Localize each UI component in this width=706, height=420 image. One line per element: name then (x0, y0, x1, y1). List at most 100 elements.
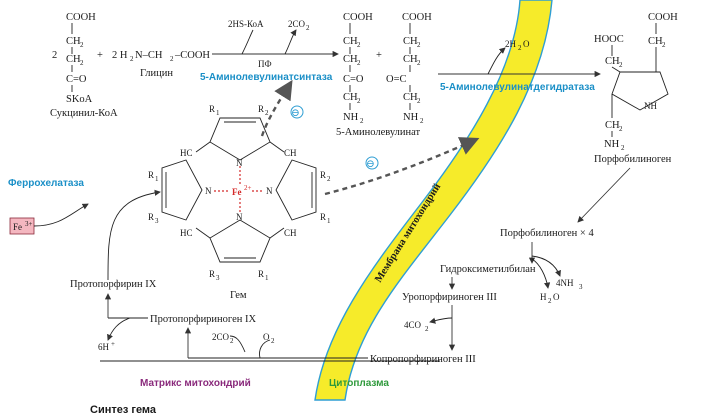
heme-inhibits-dehydratase-arrow (324, 137, 480, 196)
svg-text:2: 2 (265, 109, 269, 117)
svg-text:2: 2 (518, 44, 522, 52)
svg-text:R: R (209, 104, 215, 114)
svg-text:2: 2 (621, 144, 625, 152)
svg-text:R: R (209, 269, 215, 279)
svg-text:3: 3 (216, 274, 220, 282)
svg-text:CH: CH (284, 148, 297, 158)
svg-text:1: 1 (216, 109, 220, 117)
svg-text:+: + (111, 340, 115, 348)
svg-text:CH: CH (605, 56, 620, 67)
svg-text:SKoA: SKoA (66, 94, 93, 105)
svg-text:NH: NH (343, 112, 359, 123)
svg-text:HC: HC (180, 228, 193, 238)
pbg-x4-label: Порфобилиноген × 4 (500, 228, 594, 239)
caption: Синтез гема (90, 404, 157, 416)
svg-text:CH: CH (343, 36, 358, 47)
svg-text:2: 2 (417, 97, 421, 105)
svg-text:3+: 3+ (25, 220, 33, 228)
svg-text:2: 2 (360, 117, 364, 125)
glycine-label: Глицин (140, 68, 173, 79)
svg-text:HC: HC (180, 148, 193, 158)
svg-text:Fe: Fe (13, 222, 22, 232)
svg-text:2: 2 (80, 59, 84, 67)
svg-text:2: 2 (357, 97, 361, 105)
svg-text:COOH: COOH (402, 12, 432, 23)
hydroxymethylbilane-label: Гидроксиметилбилан (440, 264, 536, 275)
svg-text:2HS-КоА: 2HS-КоА (228, 19, 264, 29)
svg-text:COOH: COOH (66, 12, 96, 23)
svg-text:CH: CH (343, 92, 358, 103)
svg-text:3: 3 (155, 217, 159, 225)
svg-text:–COOH: –COOH (174, 50, 210, 61)
porphobilinogen-label: Порфобилиноген (594, 154, 672, 165)
svg-text:2: 2 (327, 175, 331, 183)
svg-text:N–CH: N–CH (135, 50, 163, 61)
svg-text:2: 2 (662, 41, 666, 49)
svg-text:2CO: 2CO (212, 332, 230, 342)
svg-text:2: 2 (357, 41, 361, 49)
svg-text:CH: CH (605, 120, 620, 131)
svg-text:COOH: COOH (343, 12, 373, 23)
svg-text:NH: NH (403, 112, 419, 123)
svg-text:1: 1 (155, 175, 159, 183)
inhibition-sign-2: ⊖ (366, 159, 375, 170)
svg-text:N: N (266, 186, 273, 196)
svg-text:CH: CH (403, 92, 418, 103)
svg-text:2: 2 (548, 297, 552, 305)
svg-text:HOOC: HOOC (594, 34, 624, 45)
svg-text:2: 2 (417, 59, 421, 67)
svg-text:CH: CH (403, 54, 418, 65)
svg-text:CH: CH (66, 36, 81, 47)
svg-text:2: 2 (306, 24, 310, 32)
plus-sign: + (97, 50, 103, 61)
svg-text:O: O (263, 332, 270, 342)
svg-text:2CO: 2CO (288, 19, 306, 29)
svg-text:COOH: COOH (648, 12, 678, 23)
svg-text:2: 2 (80, 41, 84, 49)
svg-text:R: R (320, 212, 326, 222)
coproporphyrinogen-label: Копропорфириноген III (370, 354, 476, 365)
svg-text:R: R (258, 104, 264, 114)
svg-text:6H: 6H (98, 342, 110, 352)
plus-sign-2: + (376, 50, 382, 61)
svg-text:CH: CH (343, 54, 358, 65)
svg-text:4CO: 4CO (404, 320, 422, 330)
svg-text:2: 2 (417, 41, 421, 49)
svg-text:1: 1 (265, 274, 269, 282)
svg-text:2: 2 (619, 125, 623, 133)
svg-text:CH: CH (648, 36, 663, 47)
pf-label: ПФ (258, 59, 272, 69)
svg-text:2: 2 (425, 325, 429, 333)
svg-text:NH: NH (604, 139, 620, 150)
svg-text:R: R (148, 170, 154, 180)
svg-text:R: R (258, 269, 264, 279)
uroporphyrinogen-label: Уропорфириноген III (402, 292, 497, 303)
ala-dehydratase-label: 5-Аминолевулинатдегидратаза (440, 82, 595, 93)
svg-text:2: 2 (271, 337, 275, 345)
svg-text:4NH: 4NH (556, 278, 574, 288)
svg-text:2+: 2+ (244, 184, 252, 192)
ferrochelatase-label: Феррохелатаза (8, 178, 84, 189)
svg-text:2H: 2H (505, 39, 517, 49)
succinyl-coa-label: Сукцинил-КоА (50, 108, 118, 119)
svg-text:1: 1 (327, 217, 331, 225)
svg-text:NH: NH (644, 101, 657, 111)
svg-text:H: H (540, 292, 547, 302)
ala-label: 5-Аминолевулинат (336, 127, 420, 138)
svg-text:C=O: C=O (66, 74, 87, 85)
hs-koa-label: 2HS-КоА (228, 19, 264, 29)
protoporphyrin-label: Протопорфирин IX (70, 279, 157, 290)
svg-text:2: 2 (130, 55, 134, 63)
svg-text:N: N (236, 158, 243, 168)
svg-text:R: R (320, 170, 326, 180)
inhibition-sign-1: ⊖ (291, 108, 300, 119)
